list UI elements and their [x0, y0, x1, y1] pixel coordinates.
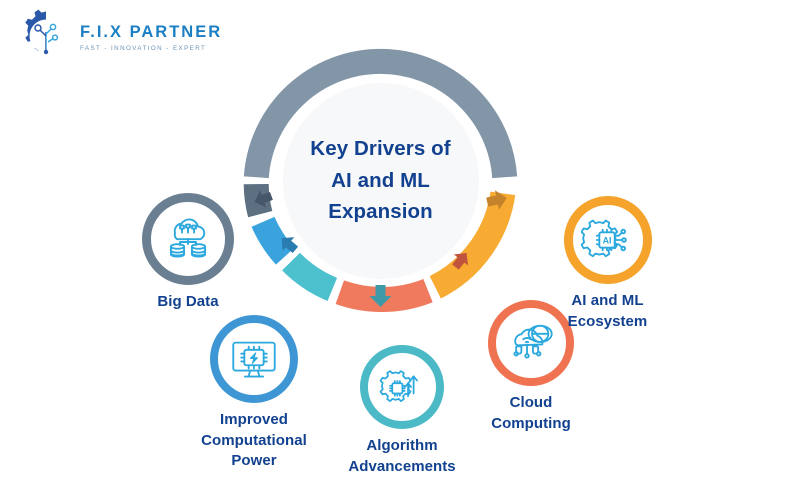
node-algorithm-advancements[interactable]: Algorithm Advancements — [312, 345, 492, 477]
algorithm-icon-ring — [360, 345, 444, 429]
node-cloud-computing[interactable]: Cloud Computing — [452, 300, 610, 434]
ring-segment-compute — [251, 216, 295, 265]
ring-arrow-ecosystem — [486, 190, 507, 210]
big-data-icon-ring — [142, 193, 234, 285]
page-title-line-3: Expansion — [328, 200, 433, 224]
cloud-database-icon — [169, 218, 207, 258]
node-label-ai-ml-ecosystem: AI and ML Ecosystem — [567, 292, 648, 330]
node-label-improved-computational-power: Improved Computational Power — [201, 411, 307, 470]
ring-segment-header — [243, 48, 518, 179]
donut-center-title: Key Drivers of AI and ML Expansion — [282, 82, 479, 279]
ring-arrow-big-data — [254, 190, 273, 208]
ring-arrow-compute — [281, 237, 299, 254]
node-label-algorithm-advancements: Algorithm Advancements — [348, 437, 456, 475]
gear-circuit-icon — [18, 8, 74, 64]
brand-wordmark: F.I.X PARTNER FAST - INNOVATION - EXPERT — [80, 20, 223, 52]
gear-growth-arrows-icon — [379, 370, 418, 402]
brand-name: F.I.X PARTNER — [80, 23, 223, 42]
ring-arrow-cloud — [452, 252, 469, 270]
ring-arrow-algorithm — [369, 285, 392, 307]
node-improved-computational-power[interactable]: Improved Computational Power — [168, 315, 340, 472]
node-ai-ml-ecosystem[interactable]: AI AI and ML Ecosystem — [525, 196, 690, 332]
cycle-donut-chart: Key Drivers of AI and ML Expansion — [232, 32, 529, 329]
page-title-line-1: Key Drivers of — [310, 136, 451, 160]
node-label-big-data: Big Data — [157, 293, 219, 310]
ecosystem-icon-ring: AI — [563, 196, 652, 284]
cloud-globe-network-icon — [513, 324, 553, 359]
brand-logo: F.I.X PARTNER FAST - INNOVATION - EXPERT — [18, 8, 233, 64]
svg-text:AI: AI — [602, 235, 611, 245]
node-big-data[interactable]: Big Data — [108, 193, 268, 313]
gear-ai-chip-icon: AI — [580, 219, 627, 258]
brand-tagline: FAST - INNOVATION - EXPERT — [80, 44, 207, 52]
monitor-cpu-bolt-icon — [232, 341, 276, 378]
node-label-cloud-computing: Cloud Computing — [491, 394, 571, 432]
cloud-icon-ring — [488, 300, 574, 386]
ring-segment-algorithm — [282, 252, 338, 301]
page-title-line-2: AI and ML — [331, 168, 430, 192]
compute-icon-ring — [210, 315, 298, 403]
